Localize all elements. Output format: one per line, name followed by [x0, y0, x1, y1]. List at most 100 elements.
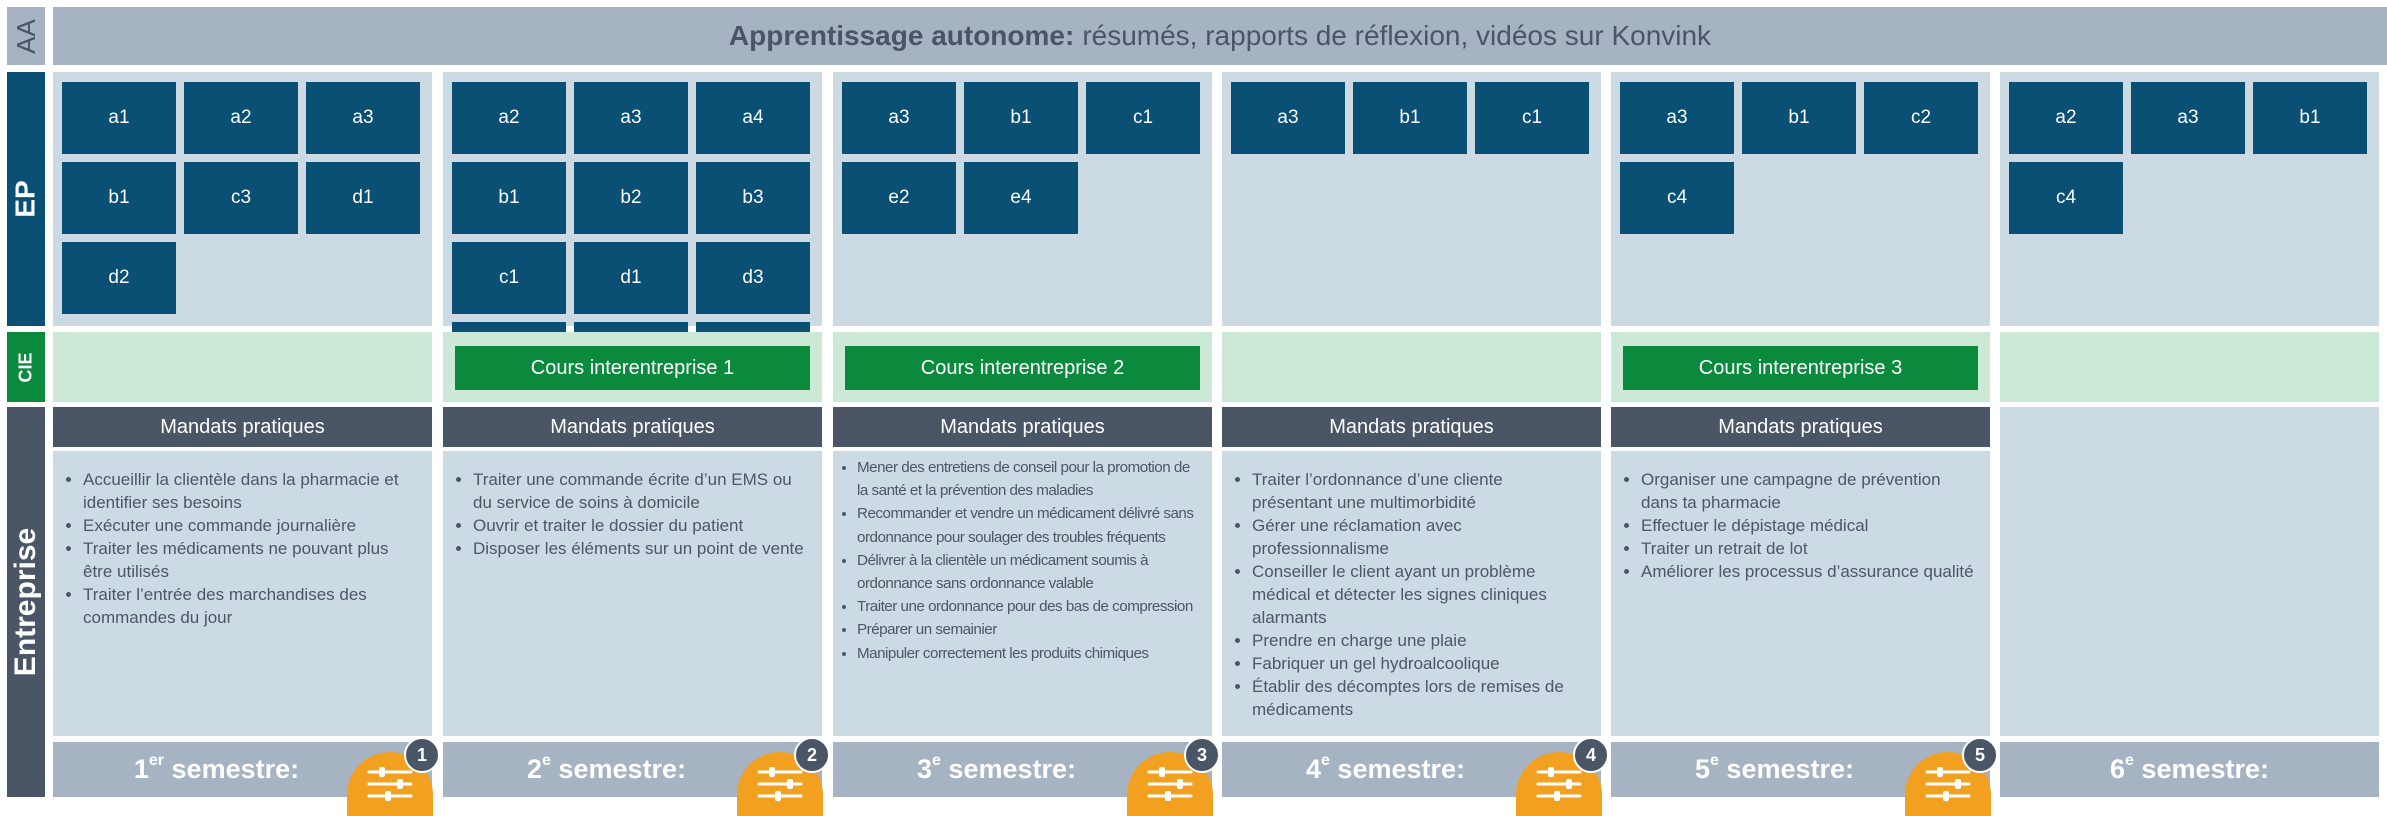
mandat-item: Gérer une réclamation avec professionnal… [1252, 514, 1587, 560]
ep-tile[interactable]: e4 [964, 162, 1078, 234]
mandat-item: Exécuter une commande journalière [83, 514, 418, 537]
ep-tile[interactable]: c3 [184, 162, 298, 234]
semester-number-badge: 3 [1184, 737, 1220, 773]
semester-label-number: 2 [526, 754, 543, 784]
row-label-ep: EP [7, 72, 45, 326]
mandats-bullets: Mener des entretiens de conseil pour la … [833, 451, 1212, 665]
semester-label-text: semestre: [550, 754, 687, 784]
cie-course[interactable]: Cours interentreprise 3 [1623, 346, 1978, 390]
semester-label-ordinal: e [2125, 752, 2134, 769]
mandats-bullets: Traiter une commande écrite d’un EMS ou … [443, 451, 822, 560]
semester-label-text: semestre: [1718, 754, 1855, 784]
aa-banner-text: résumés, rapports de réflexion, vidéos s… [1082, 20, 1712, 51]
ep-tile[interactable]: a2 [452, 82, 566, 154]
ep-tile[interactable]: c4 [2009, 162, 2123, 234]
ep-tile[interactable]: a4 [696, 82, 810, 154]
mandat-item: Améliorer les processus d’assurance qual… [1641, 560, 1976, 583]
semester-number-badge: 4 [1573, 737, 1609, 773]
mandat-item: Effectuer le dépistage médical [1641, 514, 1976, 537]
ep-tile[interactable]: a3 [306, 82, 420, 154]
ep-tile[interactable]: b1 [1353, 82, 1467, 154]
mandats-list: Organiser une campagne de prévention dan… [1611, 451, 1990, 736]
ep-tile[interactable]: c2 [1864, 82, 1978, 154]
ep-tile[interactable]: a3 [1620, 82, 1734, 154]
cie-panel: Cours interentreprise 1 [443, 332, 822, 402]
semester-label-ordinal: e [1710, 752, 1719, 769]
semester-label: 1er semestre: [53, 752, 380, 785]
ep-tile[interactable]: c1 [1475, 82, 1589, 154]
ep-tile[interactable]: b1 [62, 162, 176, 234]
ep-tile[interactable]: d1 [306, 162, 420, 234]
semester-number-badge: 5 [1962, 737, 1998, 773]
mandat-item: Accueillir la clientèle dans la pharmaci… [83, 468, 418, 514]
ep-tile[interactable]: d2 [62, 242, 176, 314]
row-label-entreprise: Entreprise [7, 407, 45, 797]
aa-banner: Apprentissage autonome: résumés, rapport… [53, 7, 2387, 65]
mandat-item: Traiter une ordonnance pour des bas de c… [857, 595, 1204, 618]
mandat-item: Traiter un retrait de lot [1641, 537, 1976, 560]
ep-tile[interactable]: a2 [184, 82, 298, 154]
mandat-item: Traiter l’entrée des marchandises des co… [83, 583, 418, 629]
ep-tile[interactable]: b1 [452, 162, 566, 234]
ep-tile[interactable]: a2 [2009, 82, 2123, 154]
mandats-list: Traiter l’ordonnance d’une cliente prése… [1222, 451, 1601, 736]
ep-tile[interactable]: c4 [1620, 162, 1734, 234]
settings-sliders-icon[interactable] [1516, 752, 1602, 816]
mandats-list: Accueillir la clientèle dans la pharmaci… [53, 451, 432, 736]
mandat-item: Organiser une campagne de prévention dan… [1641, 468, 1976, 514]
cie-panel [53, 332, 432, 402]
semester-label-ordinal: er [148, 752, 165, 769]
mandat-item: Établir des décomptes lors de remises de… [1252, 675, 1587, 721]
ep-tile[interactable]: c1 [452, 242, 566, 314]
cie-panel: Cours interentreprise 3 [1611, 332, 1990, 402]
semester-label-number: 6 [2109, 754, 2126, 784]
semester-label-text: semestre: [2133, 754, 2270, 784]
semester-label-text: semestre: [940, 754, 1077, 784]
mandats-bullets: Traiter l’ordonnance d’une cliente prése… [1222, 451, 1601, 721]
semester-label: 6e semestre: [2000, 752, 2379, 785]
ep-tile[interactable]: d1 [574, 242, 688, 314]
ep-tile[interactable]: a3 [842, 82, 956, 154]
mandats-list: Traiter une commande écrite d’un EMS ou … [443, 451, 822, 736]
semester-label-number: 3 [916, 754, 933, 784]
ep-panel: a2a3a4b1b2b3c1d1d3d4e1e3 [443, 72, 822, 394]
mandat-item: Recommander et vendre un médicament déli… [857, 502, 1204, 548]
ep-tile[interactable]: a3 [2131, 82, 2245, 154]
semester-label: 5e semestre: [1611, 752, 1938, 785]
mandats-list: Mener des entretiens de conseil pour la … [833, 451, 1212, 736]
semester-bar: 6e semestre: [2000, 742, 2379, 797]
semester-label-ordinal: e [1321, 752, 1330, 769]
cie-course[interactable]: Cours interentreprise 1 [455, 346, 810, 390]
mandats-header: Mandats pratiques [53, 407, 432, 447]
cie-course[interactable]: Cours interentreprise 2 [845, 346, 1200, 390]
mandat-item: Préparer un semainier [857, 618, 1204, 641]
ep-tile[interactable]: b3 [696, 162, 810, 234]
mandat-item: Mener des entretiens de conseil pour la … [857, 456, 1204, 502]
ep-tile[interactable]: b2 [574, 162, 688, 234]
ep-tile[interactable]: b1 [964, 82, 1078, 154]
ep-tile[interactable]: b1 [1742, 82, 1856, 154]
mandat-item: Fabriquer un gel hydroalcoolique [1252, 652, 1587, 675]
mandats-bullets: Organiser une campagne de prévention dan… [1611, 451, 1990, 583]
mandats-bullets: Accueillir la clientèle dans la pharmaci… [53, 451, 432, 629]
ep-tile[interactable]: a1 [62, 82, 176, 154]
ep-tile[interactable]: d3 [696, 242, 810, 314]
mandat-item: Prendre en charge une plaie [1252, 629, 1587, 652]
aa-banner-bold: Apprentissage autonome: [728, 20, 1075, 51]
ep-tile[interactable]: e2 [842, 162, 956, 234]
mandats-header: Mandats pratiques [443, 407, 822, 447]
mandat-item: Conseiller le client ayant un problème m… [1252, 560, 1587, 629]
ep-tile[interactable]: b1 [2253, 82, 2367, 154]
semester-label-number: 5 [1694, 754, 1711, 784]
ep-tile[interactable]: a3 [574, 82, 688, 154]
ep-tile[interactable]: c1 [1086, 82, 1200, 154]
ep-tile[interactable]: a3 [1231, 82, 1345, 154]
